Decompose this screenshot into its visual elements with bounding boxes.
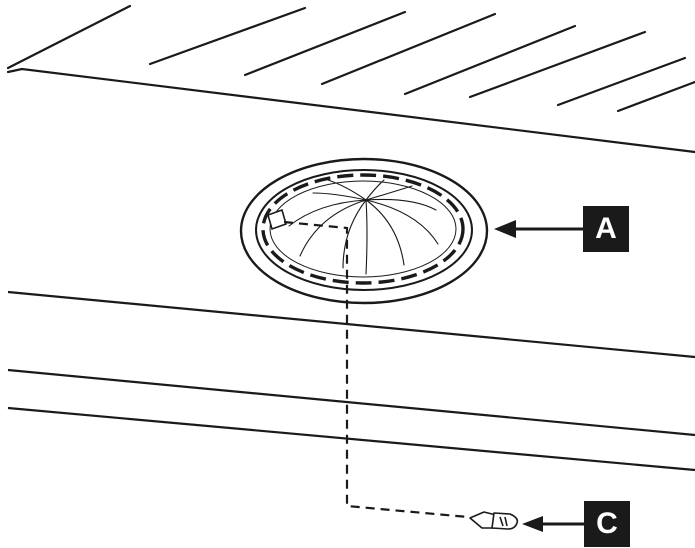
dome-lens-ribs	[288, 179, 439, 275]
hatch-line	[148, 6, 307, 66]
hatch-line	[468, 30, 647, 99]
lens-rib	[365, 199, 368, 275]
wedge-bulb-filament	[499, 516, 504, 527]
lens-rib	[365, 199, 405, 266]
callout-c-label: C	[584, 501, 630, 547]
wedge-bulb	[469, 511, 519, 530]
trim-line-upper	[7, 290, 695, 359]
wedge-bulb-filament	[504, 516, 508, 527]
lens-rib	[365, 185, 413, 201]
upper-panel	[6, 4, 695, 154]
lens-rib	[365, 179, 385, 201]
bulb-leader-line	[283, 220, 469, 519]
lens-rib	[365, 199, 439, 245]
callout-arrows	[494, 220, 585, 532]
dome-light-assembly	[239, 157, 489, 305]
lens-rib	[342, 199, 367, 269]
dome-light-outer-ring	[239, 157, 489, 305]
trim-line-lower	[7, 406, 695, 472]
hatch-line	[243, 10, 407, 77]
callout-a-label: A	[583, 206, 629, 252]
dome-light-inner-ring	[255, 169, 473, 291]
upper-panel-front-edge	[6, 67, 695, 154]
lens-rib	[288, 199, 367, 227]
hatch-line	[556, 56, 687, 107]
dome-light-dashed-ring	[261, 173, 465, 285]
trim-line-middle	[7, 368, 695, 437]
lens-rib	[365, 198, 437, 211]
lens-rib	[327, 179, 367, 201]
hatch-line	[403, 24, 577, 96]
callout-a-arrowhead	[494, 220, 516, 238]
bulb-leader	[283, 220, 469, 519]
hatch-line	[320, 12, 497, 86]
trim-lines	[7, 290, 695, 472]
bulb-socket-tab	[267, 208, 287, 231]
hatch-line	[616, 80, 695, 113]
lens-rib	[312, 192, 367, 201]
wedge-bulb-glass	[491, 512, 519, 530]
lens-rib	[299, 199, 367, 257]
callout-c-arrowhead	[522, 516, 543, 532]
hatch-line	[6, 4, 132, 70]
dome-light-lens-edge	[269, 180, 457, 278]
